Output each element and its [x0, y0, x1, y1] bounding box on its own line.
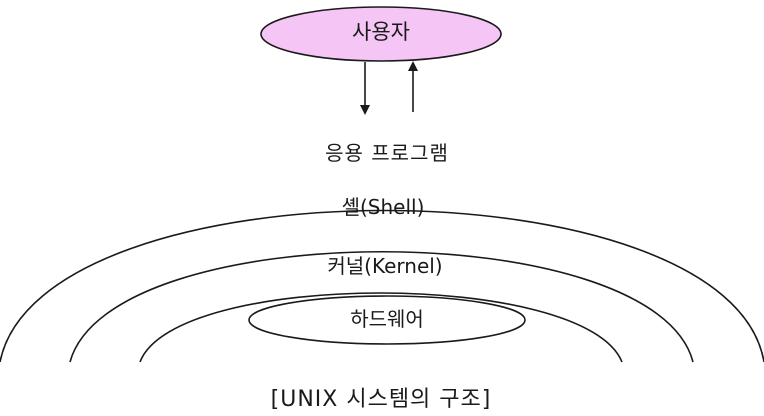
kernel-label: 커널(Kernel): [327, 254, 443, 278]
user-label: 사용자: [352, 20, 410, 44]
shell-label: 셸(Shell): [341, 195, 425, 219]
kernel-arc: [139, 292, 623, 363]
shell-arc: [69, 250, 694, 363]
application-arc: [0, 209, 764, 363]
user-ellipse: [260, 6, 502, 62]
diagram-caption: [UNIX 시스템의 구조]: [270, 387, 492, 412]
application-label: 응용 프로그램: [325, 141, 449, 165]
hardware-ellipse: [248, 295, 526, 345]
hardware-label: 하드웨어: [350, 307, 424, 331]
